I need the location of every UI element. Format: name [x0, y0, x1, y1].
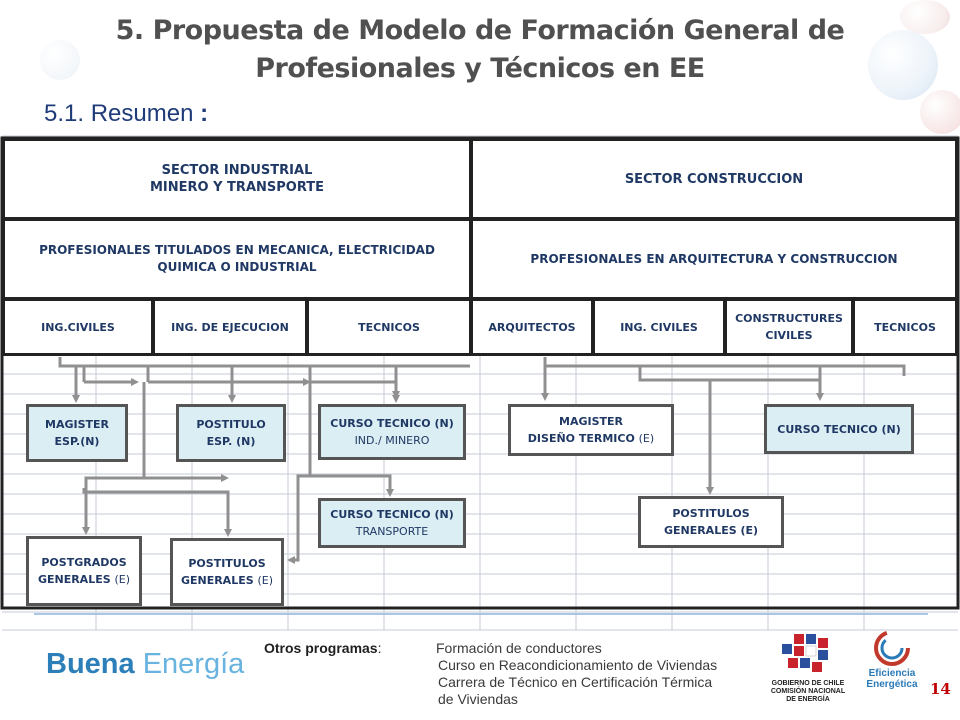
decorative-bubble: [40, 40, 80, 80]
program-line-2: GENERALES (E): [663, 524, 759, 537]
program-line-2-text: DISEÑO TERMICO: [527, 432, 635, 445]
program-line-2: ESP. (N): [206, 435, 256, 448]
program-curso-tecnico-construccion: CURSO TECNICO (N): [764, 404, 914, 454]
program-line-2: DISEÑO TERMICO (E): [528, 430, 654, 447]
subtitle-colon: :: [200, 100, 209, 127]
eficiencia-logo-text: Eficiencia Energética: [862, 668, 922, 690]
subtitle-text: 5.1. Resumen: [44, 100, 194, 127]
program-line-1: CURSO TECNICO (N): [330, 417, 454, 430]
program-line-2-suffix: (E): [257, 574, 274, 587]
category-label: ING.CIVILES: [41, 320, 115, 334]
gobierno-emblem-icon: [782, 634, 828, 672]
sector-industrial-line-1: SECTOR INDUSTRIAL: [161, 163, 313, 178]
eficiencia-energetica-logo: Eficiencia Energética: [862, 628, 922, 710]
connectors: [58, 357, 906, 564]
category-tecnicos-construccion: TECNICOS: [852, 298, 958, 356]
program-curso-tecnico-ind-minero: CURSO TECNICO (N) IND./ MINERO: [318, 404, 466, 460]
eficiencia-line-2: Energética: [866, 679, 918, 690]
gobierno-line-2: COMISIÓN NACIONAL: [770, 688, 846, 695]
program-line-1: POSTITULOS: [188, 557, 266, 570]
category-label: ING. CIVILES: [620, 320, 698, 334]
program-line-2: GENERALES (E): [38, 571, 130, 588]
program-postitulos-generales-construccion: POSTITULOS GENERALES (E): [638, 496, 784, 548]
program-line-1: CURSO TECNICO (N): [330, 508, 454, 521]
profile-construccion-label: PROFESIONALES EN ARQUITECTURA Y CONSTRUC…: [530, 251, 898, 266]
sector-construccion-label: SECTOR CONSTRUCCION: [624, 171, 804, 187]
other-programs-label-colon: :: [377, 640, 382, 656]
category-constructores-civiles: CONSTRUCTURES CIVILES: [724, 298, 854, 356]
gobierno-line-3: DE ENERGÍA: [786, 696, 830, 703]
decorative-bubble: [868, 30, 938, 100]
other-program-item: Formación de conductores: [436, 640, 602, 656]
program-line-2-suffix: (E): [114, 573, 131, 586]
program-line-1: POSTGRADOS: [41, 556, 127, 569]
category-ing-ejecucion: ING. DE EJECUCION: [152, 298, 308, 356]
sector-industrial-line-2: MINERO Y TRANSPORTE: [150, 180, 324, 195]
gobierno-line-1: GOBIERNO DE CHILE: [771, 680, 845, 687]
category-ing-civiles-industrial: ING.CIVILES: [2, 298, 154, 356]
title-line-1: 5. Propuesta de Modelo de Formación Gene…: [115, 15, 845, 46]
decorative-bubble: [920, 90, 960, 134]
brand-part-2: Energía: [142, 648, 245, 680]
gobierno-logo-text: GOBIERNO DE CHILE COMISIÓN NACIONAL DE E…: [766, 680, 850, 704]
sector-construccion-header: SECTOR CONSTRUCCION: [470, 138, 958, 220]
program-line-2: TRANSPORTE: [355, 525, 429, 538]
other-programs-label-text: Otros programas: [264, 640, 378, 656]
buena-energia-logo: Buena Energía: [46, 648, 244, 681]
slide-subtitle: 5.1. Resumen :: [44, 100, 208, 128]
program-postitulos-generales-industrial: POSTITULOS GENERALES (E): [170, 538, 284, 606]
other-program-item: Curso en Reacondicionamiento de Vivienda…: [438, 657, 718, 673]
profile-industrial: PROFESIONALES TITULADOS EN MECANICA, ELE…: [2, 218, 472, 300]
other-program-item: de Viviendas: [438, 691, 518, 707]
decorative-bubble: [900, 0, 950, 34]
other-programs-label: Otros programas:: [264, 640, 381, 656]
page-number: 14: [930, 680, 951, 698]
spreadsheet-grid: [2, 135, 958, 631]
program-line-2: GENERALES (E): [181, 572, 273, 589]
program-postitulo-esp: POSTITULO ESP. (N): [176, 404, 286, 462]
program-curso-tecnico-transporte: CURSO TECNICO (N) TRANSPORTE: [318, 498, 466, 548]
category-arquitectos: ARQUITECTOS: [470, 298, 594, 356]
program-line-2: ESP.(N): [54, 435, 100, 448]
program-line-2-text: GENERALES: [180, 574, 254, 587]
category-tecnicos-industrial: TECNICOS: [306, 298, 472, 356]
eficiencia-swirl-icon: [874, 630, 910, 666]
other-program-item: Carrera de Técnico en Certificación Térm…: [438, 674, 713, 690]
program-line-1: CURSO TECNICO (N): [777, 422, 901, 436]
eficiencia-line-1: Eficiencia: [868, 668, 916, 679]
program-magister-diseno-termico: MAGISTER DISEÑO TERMICO (E): [508, 404, 674, 456]
category-label: ARQUITECTOS: [488, 320, 576, 334]
category-label-line-1: CONSTRUCTURES: [735, 312, 843, 325]
program-postgrados-generales: POSTGRADOS GENERALES (E): [26, 536, 142, 606]
program-magister-esp: MAGISTER ESP.(N): [26, 404, 128, 462]
slide-title: 5. Propuesta de Modelo de Formación Gene…: [0, 12, 960, 88]
program-line-1: POSTITULOS: [672, 507, 750, 520]
profile-construccion: PROFESIONALES EN ARQUITECTURA Y CONSTRUC…: [470, 218, 958, 300]
program-line-1: MAGISTER: [45, 418, 109, 431]
category-ing-civiles-construccion: ING. CIVILES: [592, 298, 726, 356]
program-line-2-suffix: (E): [638, 432, 655, 445]
title-line-2: Profesionales y Técnicos en EE: [255, 53, 705, 84]
program-line-2: IND./ MINERO: [354, 434, 430, 447]
category-label: ING. DE EJECUCION: [171, 320, 289, 334]
profile-industrial-line-1: PROFESIONALES TITULADOS EN MECANICA, ELE…: [39, 243, 435, 257]
category-label-line-2: CIVILES: [765, 329, 813, 342]
category-label: TECNICOS: [874, 320, 936, 334]
brand-part-1: Buena: [46, 648, 135, 680]
profile-industrial-line-2: QUIMICA O INDUSTRIAL: [157, 260, 317, 274]
program-line-2-text: GENERALES: [37, 573, 111, 586]
program-line-1: POSTITULO: [196, 418, 266, 431]
program-line-1: MAGISTER: [559, 415, 623, 428]
other-programs-list: Formación de conductores Curso en Reacon…: [436, 640, 717, 708]
sector-industrial-header: SECTOR INDUSTRIAL MINERO Y TRANSPORTE: [2, 138, 472, 220]
gobierno-de-chile-logo: GOBIERNO DE CHILE COMISIÓN NACIONAL DE E…: [766, 630, 850, 710]
category-label: TECNICOS: [358, 320, 420, 334]
